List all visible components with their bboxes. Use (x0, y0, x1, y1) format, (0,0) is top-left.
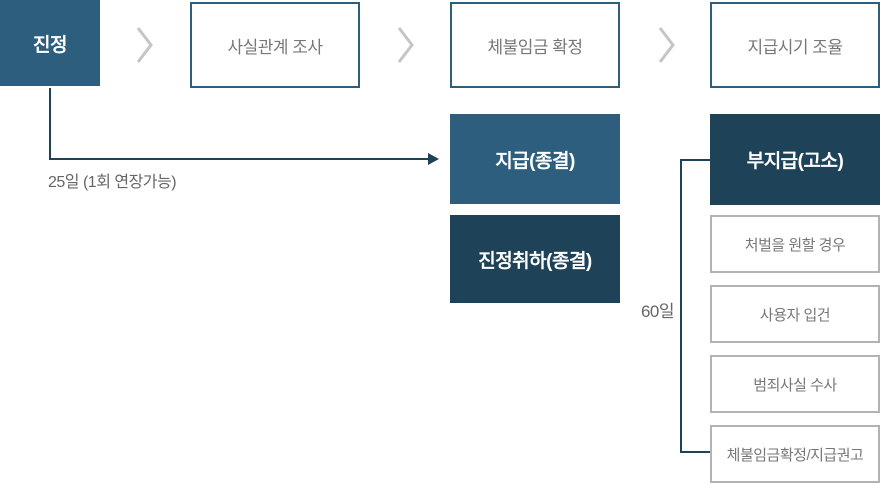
employer-booking-label: 사용자 입건 (759, 306, 831, 324)
step-petition: 진정 (0, 0, 100, 86)
step-fact-investigation: 사실관계 조사 (190, 2, 360, 88)
punishment-request-label: 처벌을 원할 경우 (744, 236, 846, 254)
payment-closed-label: 지급(종결) (495, 150, 575, 172)
punishment-request-box: 처벌을 원할 경우 (710, 215, 880, 273)
chevron-right-icon (658, 27, 675, 63)
step-petition-label: 진정 (33, 34, 67, 56)
step-wage-confirmation: 체불임금 확정 (450, 2, 620, 88)
nonpayment-accusation-label: 부지급(고소) (746, 151, 844, 172)
crime-investigation-box: 범죄사실 수사 (710, 355, 880, 413)
step-fact-investigation-label: 사실관계 조사 (227, 37, 323, 57)
payment-closed-box: 지급(종결) (450, 114, 620, 204)
wage-confirmation-recommendation-label: 체불임금확정/지급권고 (726, 446, 864, 464)
step-wage-confirmation-label: 체불임금 확정 (487, 37, 583, 57)
arrow-right-icon (428, 153, 439, 165)
step-payment-timing-label: 지급시기 조율 (747, 37, 843, 57)
crime-investigation-label: 범죄사실 수사 (753, 376, 837, 394)
wage-confirmation-recommendation-box: 체불임금확정/지급권고 (710, 425, 880, 483)
chevron-right-icon (136, 27, 153, 63)
petition-withdrawal-box: 진정취하(종결) (450, 215, 620, 303)
employer-booking-box: 사용자 입건 (710, 285, 880, 343)
nonpayment-accusation-box: 부지급(고소) (710, 114, 880, 205)
petition-arrow-line (49, 88, 428, 160)
accusation-bracket-line (680, 159, 710, 453)
duration-25day-label: 25일 (1회 연장가능) (48, 174, 177, 191)
chevron-right-icon (397, 27, 414, 63)
duration-60day-label: 60일 (640, 302, 675, 321)
step-payment-timing: 지급시기 조율 (710, 2, 880, 88)
petition-withdrawal-label: 진정취하(종결) (478, 250, 592, 272)
